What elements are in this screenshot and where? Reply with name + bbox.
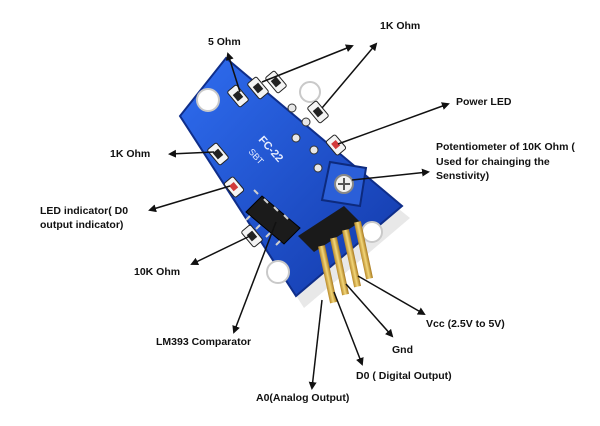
resistor-10k (241, 224, 263, 248)
arrow-1k-left (168, 149, 215, 158)
label-led-indicator: LED indicator( D0 output indicator) (40, 205, 129, 231)
lm393-chip (245, 189, 301, 246)
mounting-hole (196, 88, 220, 112)
label-vcc: Vcc (2.5V to 5V) (426, 318, 505, 330)
label-a0: A0(Analog Output) (256, 392, 350, 404)
label-10k-ohm: 10K Ohm (134, 266, 181, 278)
arrow-10k (190, 235, 251, 265)
arrow-gnd (345, 283, 394, 338)
power-led (325, 134, 347, 156)
arrow-potentiometer (351, 168, 430, 181)
label-gnd: Gnd (392, 344, 413, 356)
label-5-ohm: 5 Ohm (208, 36, 241, 48)
resistor-1k-left (207, 142, 229, 166)
label-1k-ohm-top: 1K Ohm (380, 20, 421, 32)
arrow-1k-top-b (321, 42, 378, 109)
resistor-1k-top-a (247, 76, 269, 100)
resistor-5-ohm (227, 84, 249, 108)
label-potentiometer: Potentiometer of 10K Ohm ( Used for chai… (436, 141, 575, 182)
arrow-lm393 (232, 221, 277, 334)
label-lm393-comparator: LM393 Comparator (156, 336, 252, 348)
header-pins (318, 221, 373, 304)
middle-pads (287, 103, 323, 173)
label-d0: D0 ( Digital Output) (356, 370, 452, 382)
pin-d0 (330, 237, 349, 296)
arrow-power-led (337, 102, 450, 145)
arrow-d0 (333, 291, 364, 366)
callout-arrows (148, 42, 450, 390)
arrow-a0 (308, 299, 323, 390)
arrow-1k-top-a (261, 44, 354, 83)
label-power-led: Power LED (456, 96, 512, 108)
d0-led-indicator (223, 176, 245, 198)
arrow-led-indicator (148, 185, 231, 213)
pin-header (298, 206, 360, 252)
mounting-hole (299, 81, 321, 103)
arrow-vcc (357, 275, 426, 315)
label-1k-ohm-left: 1K Ohm (110, 148, 151, 160)
mounting-hole (266, 260, 290, 284)
resistor-1k-top-b (265, 70, 287, 94)
pin-gnd (342, 229, 361, 288)
arrow-5-ohm (225, 52, 241, 93)
pin-a0 (318, 245, 337, 304)
potentiometer (320, 160, 368, 208)
pin-vcc (354, 221, 373, 280)
mounting-hole (361, 221, 383, 243)
